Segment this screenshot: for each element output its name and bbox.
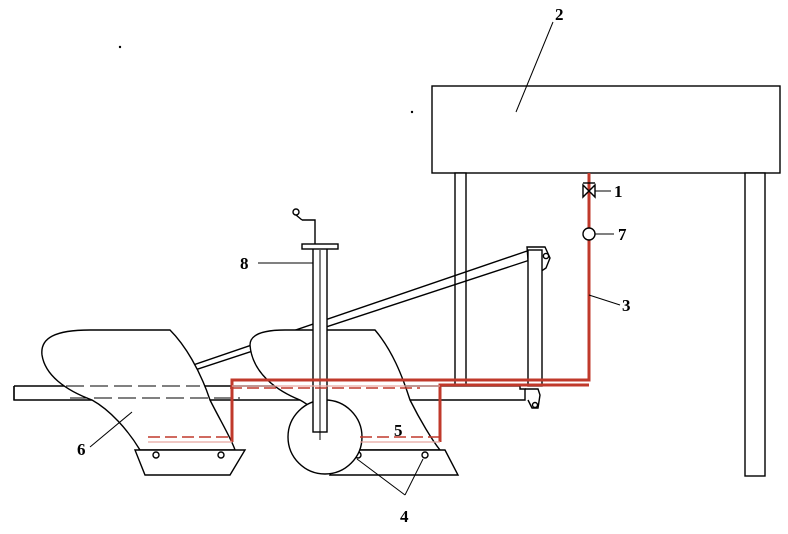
water-tank (431, 85, 781, 174)
post-crank (302, 219, 316, 244)
leader-2 (515, 21, 554, 113)
beam-end-hook (525, 388, 541, 409)
tank-support-left (454, 172, 467, 388)
labels: 2 1 7 3 8 5 6 4 (77, 5, 631, 526)
pipe-main (230, 173, 591, 442)
label-5: 5 (394, 421, 403, 440)
beam-end-pin (531, 401, 539, 409)
tank-support-right (744, 172, 766, 477)
label-8: 8 (240, 254, 249, 273)
flow-meter (582, 227, 596, 241)
leader-6 (89, 411, 133, 448)
label-2: 2 (555, 5, 564, 24)
share-bolt (152, 451, 160, 459)
leader-3 (588, 294, 621, 306)
label-4: 4 (400, 507, 409, 526)
label-3: 3 (622, 296, 631, 315)
label-1: 1 (614, 182, 623, 201)
valve (582, 183, 596, 199)
share-base-front (133, 449, 247, 476)
tank-assembly (431, 85, 781, 477)
leader-4a (356, 458, 406, 496)
water-pipe (148, 173, 591, 443)
stray-dot (410, 110, 414, 114)
post-clamp (301, 243, 339, 250)
valve-assembly (582, 182, 596, 241)
leader-4b (404, 458, 424, 496)
mouldboard-front (41, 329, 236, 451)
plough-body-rear (249, 329, 460, 476)
pipe-branch (438, 383, 589, 442)
share-bolt (421, 451, 429, 459)
mouldboard-rear (249, 329, 442, 451)
crank-handle (292, 208, 300, 216)
stray-dot (118, 45, 122, 49)
leader-lines (89, 21, 621, 496)
share-bolt (217, 451, 225, 459)
label-6: 6 (77, 440, 86, 459)
plough-body-front (41, 329, 247, 476)
label-7: 7 (618, 225, 627, 244)
bracket-pin (542, 252, 550, 260)
rear-upright (527, 249, 543, 387)
